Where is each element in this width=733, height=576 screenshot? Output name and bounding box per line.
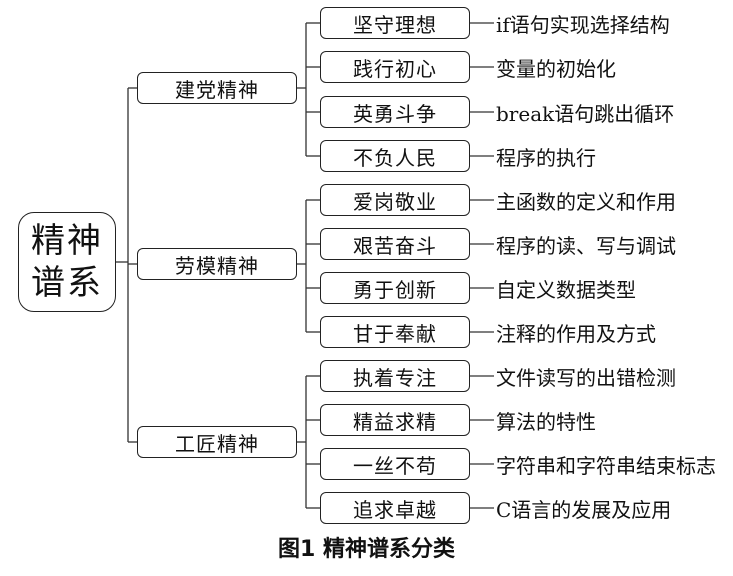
leaf-label: 精益求精 <box>353 409 437 434</box>
leaf-label: 执着专注 <box>353 365 437 390</box>
leaf-node: 追求卓越 <box>320 492 470 524</box>
leaf-node: 坚守理想 <box>320 7 470 39</box>
leaf-label: 坚守理想 <box>353 12 437 37</box>
leaf-label: 勇于创新 <box>353 277 437 302</box>
leaf-description: break语句跳出循环 <box>496 101 675 126</box>
leaf-description: 程序的执行 <box>496 145 596 170</box>
leaf-node: 艰苦奋斗 <box>320 228 470 260</box>
leaf-description: 注释的作用及方式 <box>496 321 656 346</box>
root-label: 精神谱系 <box>31 221 103 303</box>
leaf-description: 程序的读、写与调试 <box>496 233 676 258</box>
category-node: 工匠精神 <box>137 426 297 458</box>
leaf-label: 追求卓越 <box>353 497 437 522</box>
leaf-label: 英勇斗争 <box>353 101 437 126</box>
category-node: 建党精神 <box>137 72 297 104</box>
leaf-node: 不负人民 <box>320 140 470 172</box>
category-label: 劳模精神 <box>175 253 259 278</box>
leaf-node: 甘于奉献 <box>320 316 470 348</box>
leaf-node: 执着专注 <box>320 360 470 392</box>
leaf-description: C语言的发展及应用 <box>496 497 672 522</box>
leaf-node: 勇于创新 <box>320 272 470 304</box>
leaf-description: if语句实现选择结构 <box>496 12 670 37</box>
leaf-description: 文件读写的出错检测 <box>496 365 676 390</box>
category-node: 劳模精神 <box>137 248 297 280</box>
leaf-description: 主函数的定义和作用 <box>496 189 676 214</box>
leaf-node: 精益求精 <box>320 404 470 436</box>
leaf-label: 践行初心 <box>353 56 437 81</box>
leaf-description: 变量的初始化 <box>496 56 616 81</box>
root-node: 精神谱系 <box>18 212 116 312</box>
leaf-node: 爱岗敬业 <box>320 184 470 216</box>
figure-caption: 图1 精神谱系分类 <box>278 537 455 562</box>
category-label: 工匠精神 <box>175 431 259 456</box>
leaf-node: 一丝不苟 <box>320 448 470 480</box>
leaf-description: 算法的特性 <box>496 409 596 434</box>
leaf-label: 不负人民 <box>353 145 437 170</box>
leaf-label: 甘于奉献 <box>353 321 437 346</box>
category-label: 建党精神 <box>175 77 259 102</box>
leaf-description: 字符串和字符串结束标志 <box>496 453 716 478</box>
leaf-node: 英勇斗争 <box>320 96 470 128</box>
leaf-label: 一丝不苟 <box>353 453 437 478</box>
leaf-label: 爱岗敬业 <box>353 189 437 214</box>
leaf-node: 践行初心 <box>320 51 470 83</box>
leaf-label: 艰苦奋斗 <box>353 233 437 258</box>
leaf-description: 自定义数据类型 <box>496 277 636 302</box>
